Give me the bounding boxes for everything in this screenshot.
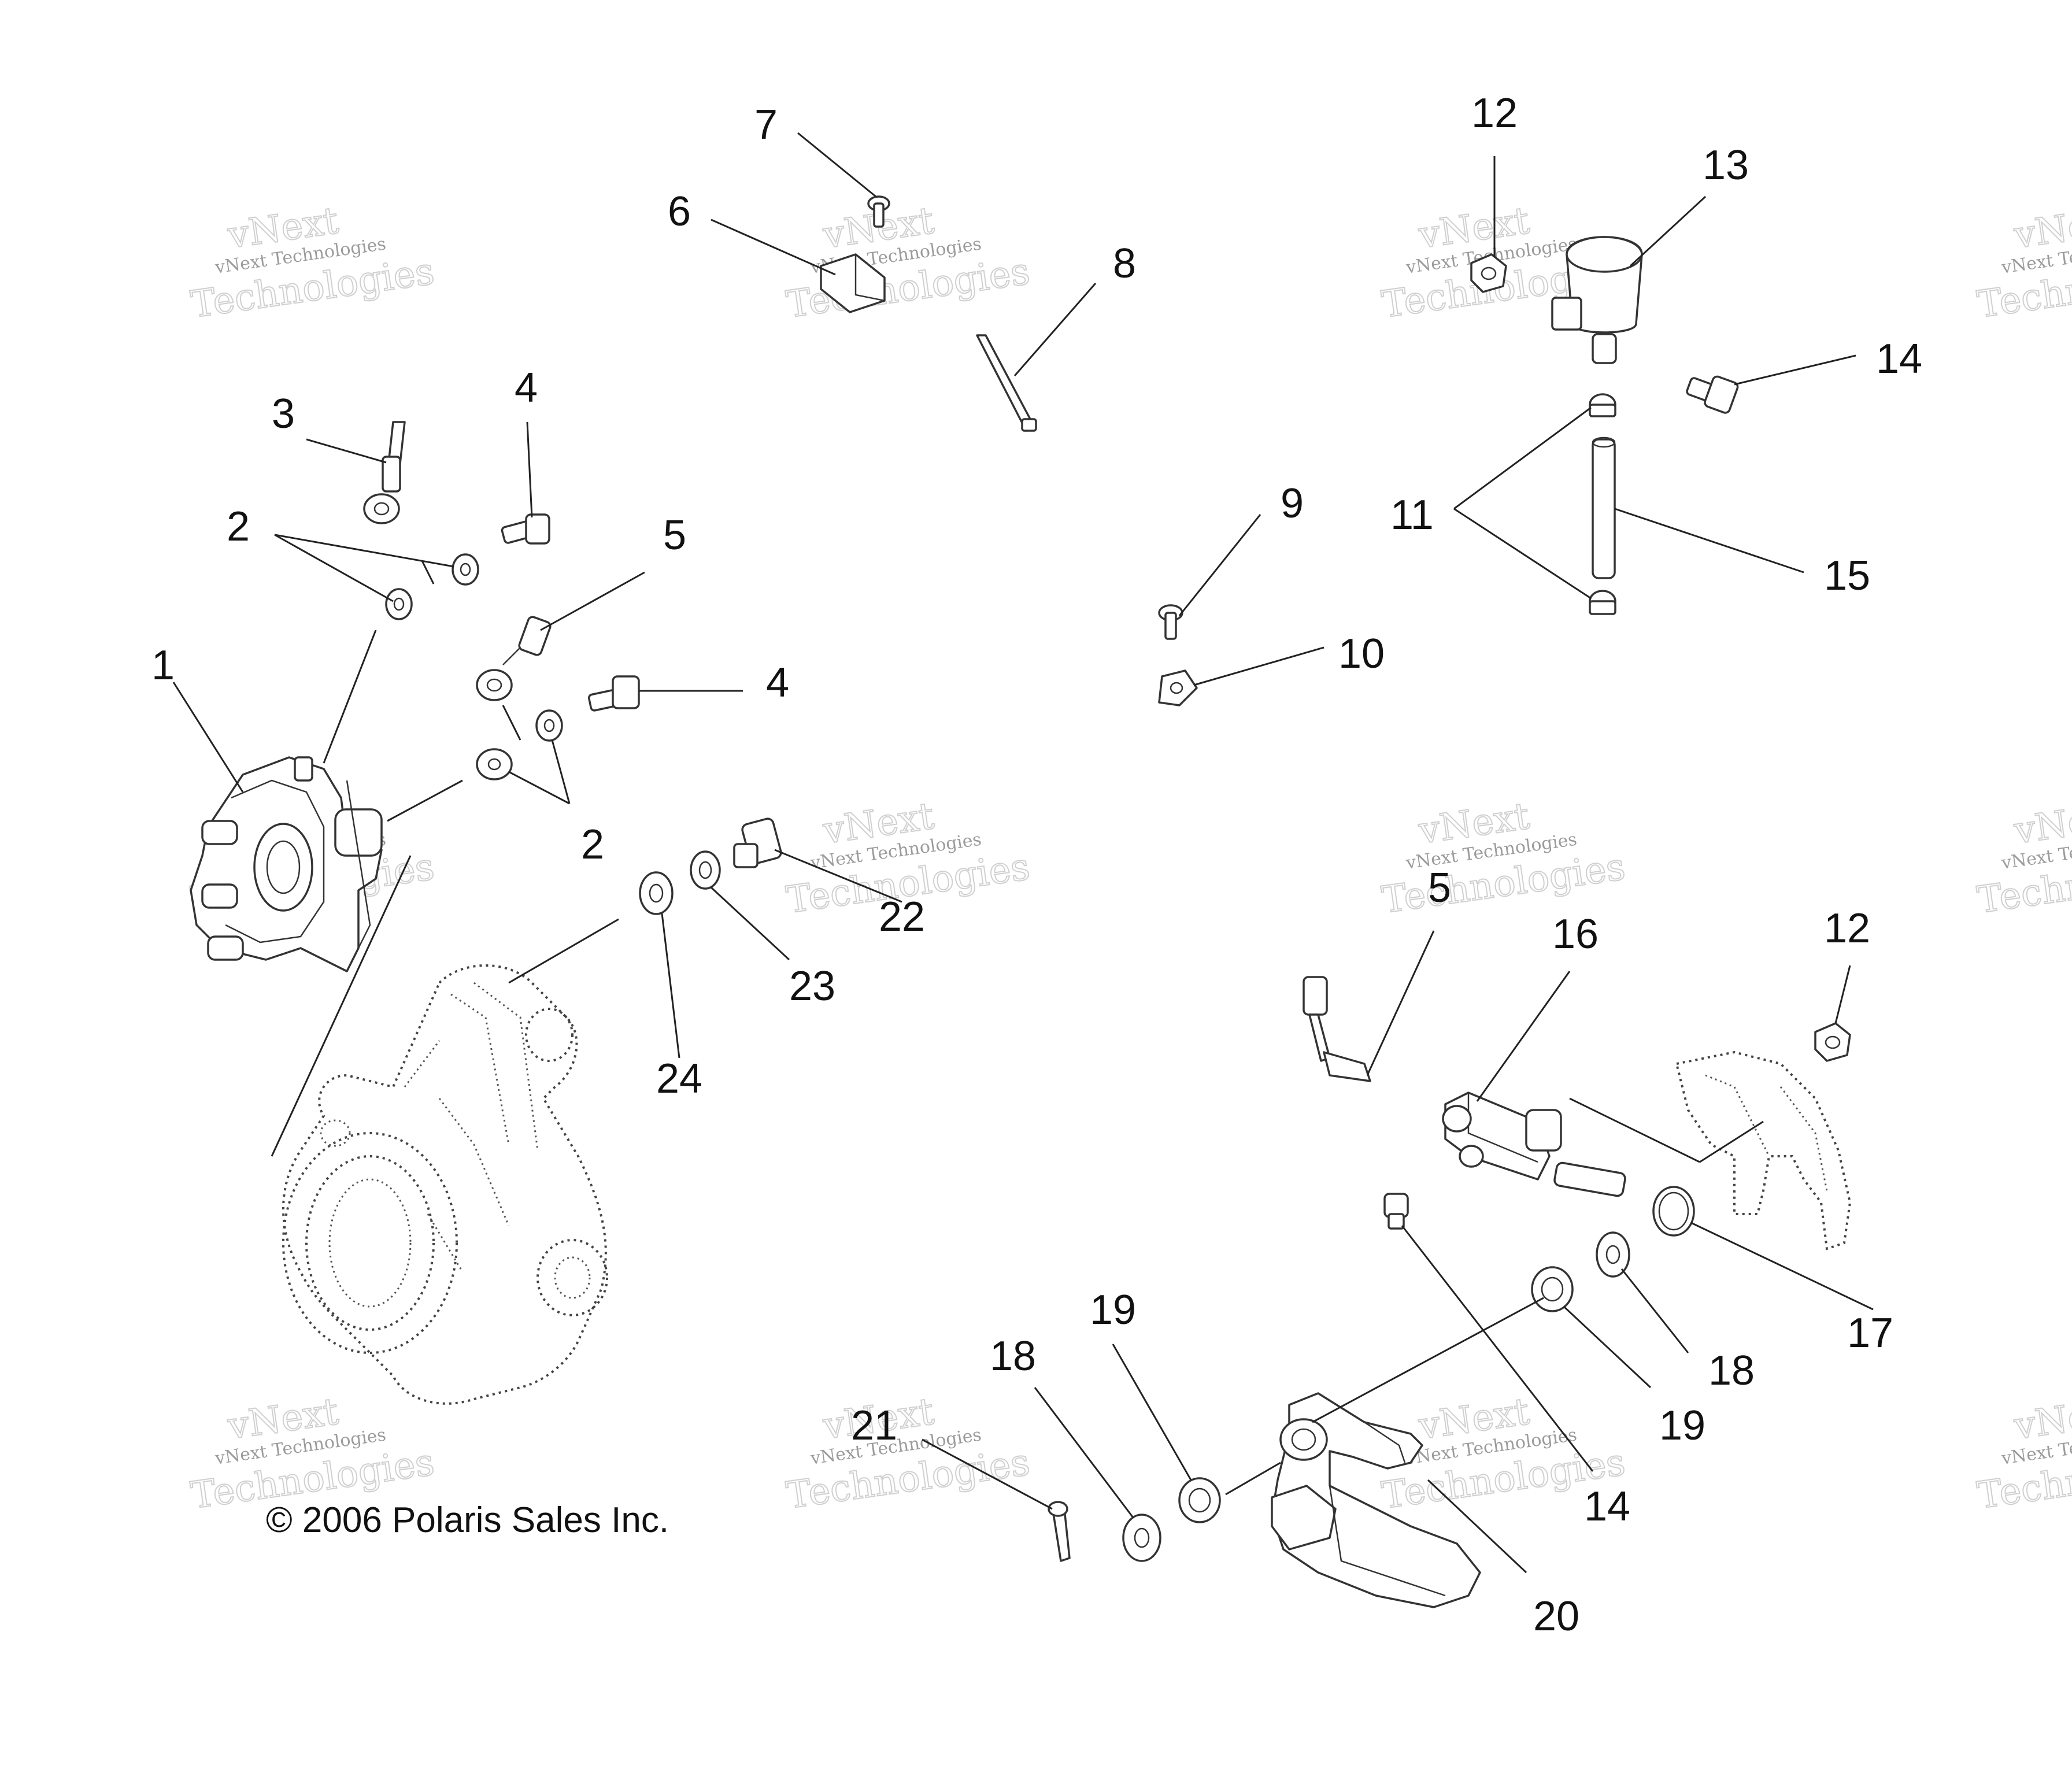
brake-caliper <box>190 756 383 972</box>
callout-14-lower: 14 <box>1584 1483 1630 1530</box>
callout-11: 11 <box>1390 492 1434 538</box>
callout-21: 21 <box>851 1403 897 1449</box>
nut-12a <box>1470 253 1507 293</box>
callout-24: 24 <box>656 1056 702 1102</box>
bracket <box>1675 1050 1852 1250</box>
clamp-10 <box>1158 669 1198 706</box>
bolt-22 <box>733 817 782 868</box>
callout-22: 22 <box>879 894 925 940</box>
callout-15: 15 <box>1824 553 1870 599</box>
brake-line-5b <box>1303 976 1371 1082</box>
callout-19-right: 19 <box>1659 1403 1705 1449</box>
hub-housing <box>282 964 608 1405</box>
brake-line-5a <box>476 616 552 701</box>
watermark-8: vNext vNext Technologies Technologies <box>1974 794 2072 923</box>
clamps-11 <box>1589 393 1616 615</box>
bushing-19b <box>1178 1477 1221 1523</box>
reservoir-13 <box>1551 236 1643 364</box>
watermark-10: vNext vNext Technologies Technologies <box>783 1390 1033 1518</box>
callout-10: 10 <box>1338 631 1385 677</box>
washer-18b <box>1122 1514 1161 1562</box>
washers-2 <box>385 553 563 780</box>
callout-9: 9 <box>1281 480 1304 527</box>
watermark-7: vNext vNext Technologies Technologies <box>1379 794 1629 923</box>
callout-5-lower: 5 <box>1428 865 1451 911</box>
callout-19-left: 19 <box>1090 1287 1136 1333</box>
callout-18-right: 18 <box>1708 1348 1755 1394</box>
callout-12-right: 12 <box>1824 905 1870 952</box>
brake-pedal-20 <box>1271 1392 1481 1608</box>
washer-23 <box>690 850 721 890</box>
callout-13: 13 <box>1703 142 1749 188</box>
callout-16: 16 <box>1552 911 1599 957</box>
callout-5-upper: 5 <box>663 512 686 558</box>
callout-14-top: 14 <box>1876 336 1922 382</box>
hose-15 <box>1592 436 1616 579</box>
bolt-4b <box>588 675 640 712</box>
callout-18-left: 18 <box>990 1333 1036 1379</box>
callout-1: 1 <box>151 642 175 689</box>
bolt-4a <box>501 513 550 545</box>
callout-6: 6 <box>668 188 691 235</box>
callout-23: 23 <box>789 963 835 1009</box>
callout-7: 7 <box>754 102 778 148</box>
callout-4-lower: 4 <box>766 660 789 706</box>
screw-7 <box>867 195 890 228</box>
spring-clip-17 <box>1652 1186 1695 1237</box>
callouts: 1 2 2 3 4 4 5 5 6 7 8 9 10 11 12 12 13 1… <box>151 90 1922 1640</box>
watermark-9: vNext vNext Technologies Technologies <box>188 1390 438 1518</box>
leader-lines <box>172 132 1874 1574</box>
screw-9 <box>1158 604 1183 640</box>
callout-17: 17 <box>1847 1310 1893 1356</box>
callout-4-upper: 4 <box>515 365 538 411</box>
washer-18a <box>1596 1231 1630 1278</box>
watermark-2: vNext vNext Technologies Technologies <box>783 199 1033 327</box>
watermark-12: vNext vNext Technologies Technologies <box>1974 1390 2072 1518</box>
cotter-pin-21 <box>1048 1501 1071 1562</box>
bolt-14a <box>1686 375 1739 414</box>
callout-2-upper: 2 <box>227 504 250 550</box>
washer-24 <box>639 871 674 915</box>
bushing-19a <box>1531 1266 1574 1312</box>
master-cylinder-16 <box>1442 1092 1626 1197</box>
parts <box>190 195 1852 1608</box>
callout-2-lower: 2 <box>581 822 604 868</box>
callout-8: 8 <box>1113 240 1136 287</box>
copyright-notice: © 2006 Polaris Sales Inc. <box>266 1500 669 1540</box>
watermark-4: vNext vNext Technologies Technologies <box>1974 199 2072 327</box>
pushrod-8 <box>976 334 1037 432</box>
callout-20: 20 <box>1533 1593 1579 1640</box>
brake-line-3 <box>363 421 406 524</box>
bolt-14b <box>1383 1193 1409 1230</box>
callout-3: 3 <box>272 391 295 437</box>
switch-6 <box>820 253 886 313</box>
watermark-1: vNext vNext Technologies Technologies <box>188 199 438 327</box>
callout-12-top: 12 <box>1471 90 1518 136</box>
nut-12b <box>1814 1022 1851 1062</box>
